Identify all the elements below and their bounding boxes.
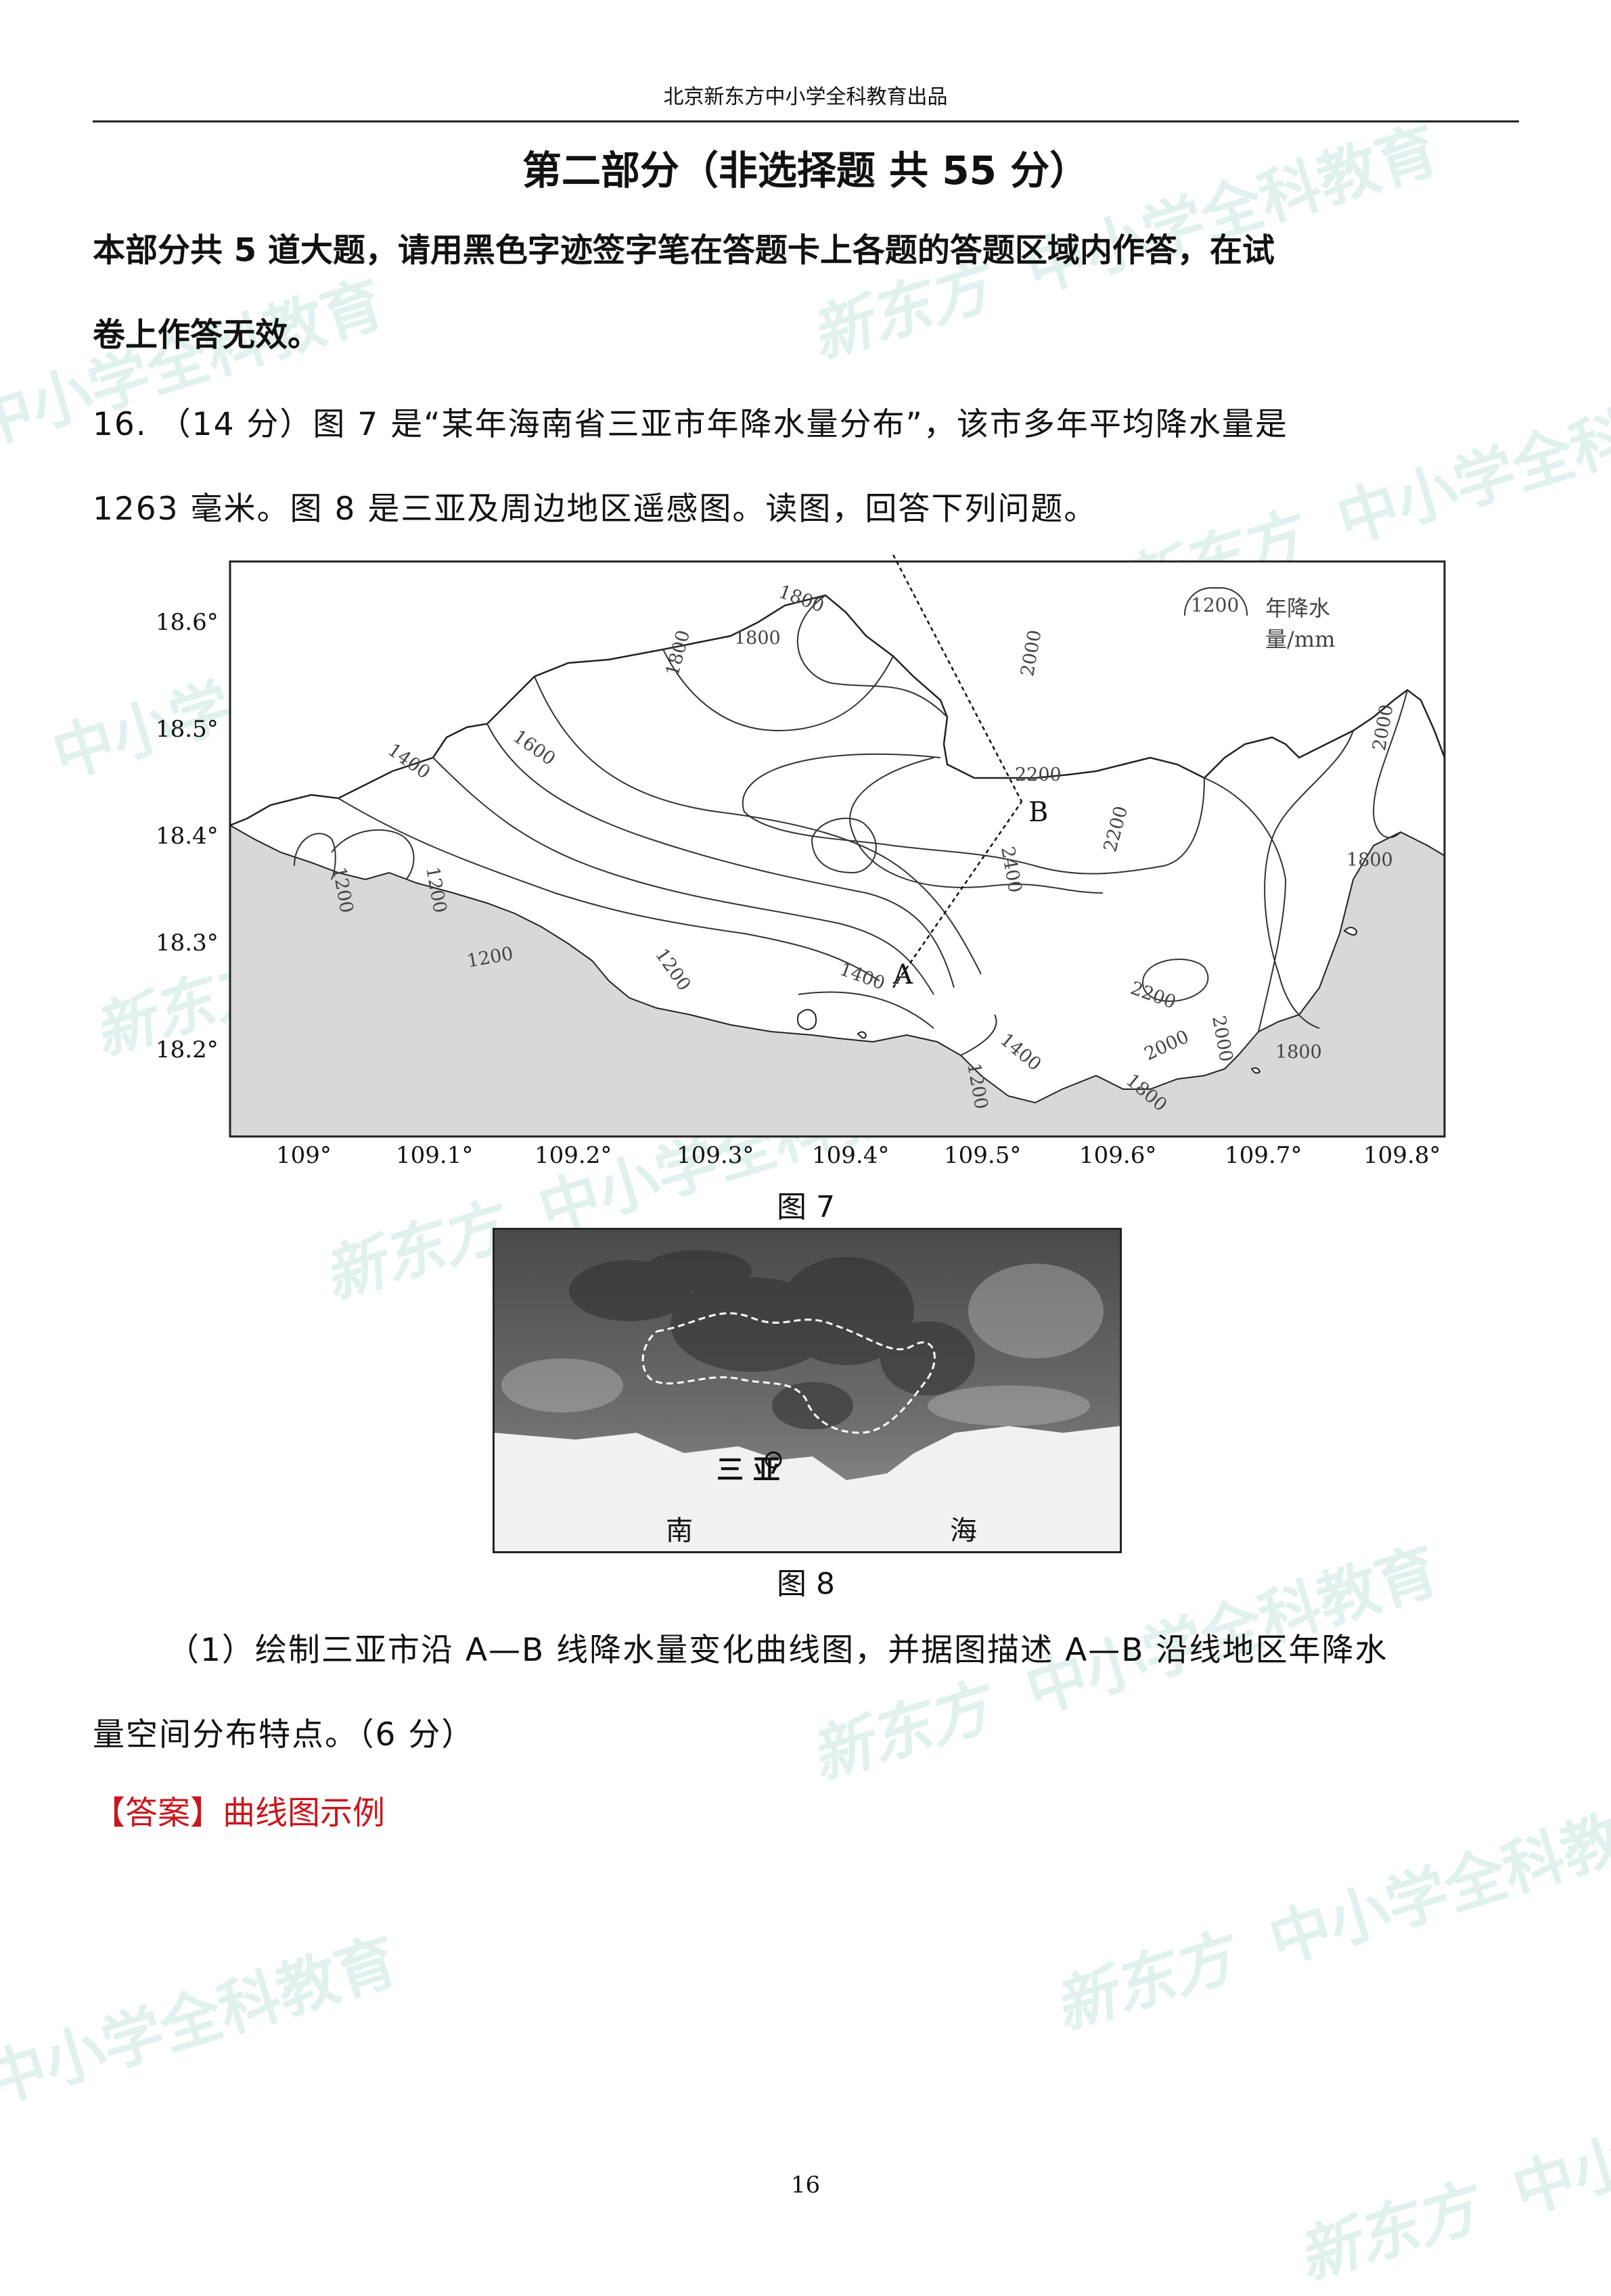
point-b-label: B [1028,797,1049,828]
x-tick-label: 109.8° [1363,1142,1441,1169]
isoline-label: 1800 [734,628,781,649]
legend-value: 1200 [1191,594,1240,616]
x-tick-label: 109.5° [944,1142,1022,1169]
x-tick-label: 109.6° [1079,1142,1157,1169]
x-tick-label: 109.1° [396,1142,474,1169]
section-title: 第二部分（非选择题 共 55 分） [522,147,1089,193]
header-divider [93,120,1519,122]
y-tick-label: 18.2° [156,1036,219,1063]
figure-8-caption: 图 8 [777,1567,835,1601]
y-tick-label: 18.3° [156,929,219,957]
page-number: 16 [790,2172,821,2199]
question-16-line-2: 1263 毫米。图 8 是三亚及周边地区遥感图。读图，回答下列问题。 [93,490,1097,528]
x-tick-label: 109.7° [1225,1142,1302,1169]
point-a-label: A [893,959,913,990]
watermark: 新东方 中小学全科教育 [1046,1785,1611,2044]
answer-label: 【答案】曲线图示例 [93,1794,386,1832]
terrain-image [495,1230,1120,1551]
instructions-line-2: 卷上作答无效。 [93,316,321,354]
x-tick-label: 109.4° [812,1142,890,1169]
figure-7-rainfall-map [229,555,1446,1138]
x-tick-label: 109° [276,1142,332,1169]
watermark: 中小学全科教育 [0,1925,406,2118]
page-header: 北京新东方中小学全科教育出品 [663,85,948,109]
legend-label: 年降水量/mm [1265,595,1336,652]
y-tick-label: 18.4° [156,823,219,850]
isoline-label: 1800 [1346,850,1393,871]
y-tick-label: 18.5° [156,716,219,743]
instructions-line-1: 本部分共 5 道大题，请用黑色字迹签字笔在答题卡上各题的答题区域内作答，在试 [93,231,1275,269]
figure-8-remote-sensing: 三 亚 南 海 [493,1228,1122,1553]
sea-label-right: 海 [950,1515,977,1546]
isoline-label: 2200 [1015,764,1062,785]
question-16-line-1: 16. （14 分）图 7 是“某年海南省三亚市年降水量分布”，该市多年平均降水… [93,406,1288,443]
city-label-sanya: 三 亚 [717,1454,780,1486]
isoline-label: 1800 [1275,1042,1322,1063]
x-tick-label: 109.3° [677,1142,754,1169]
sub-question-1-line-1: （1）绘制三亚市沿 A—B 线降水量变化曲线图，并据图描述 A—B 沿线地区年降… [167,1632,1388,1669]
figure-7-caption: 图 7 [777,1190,835,1224]
sea-label-left: 南 [666,1515,693,1546]
x-tick-label: 109.2° [535,1142,612,1169]
sub-question-1-line-2: 量空间分布特点。（6 分） [93,1716,475,1753]
y-tick-label: 18.6° [156,609,219,636]
watermark: 新东方 中小学全科教育 [1290,2035,1611,2294]
